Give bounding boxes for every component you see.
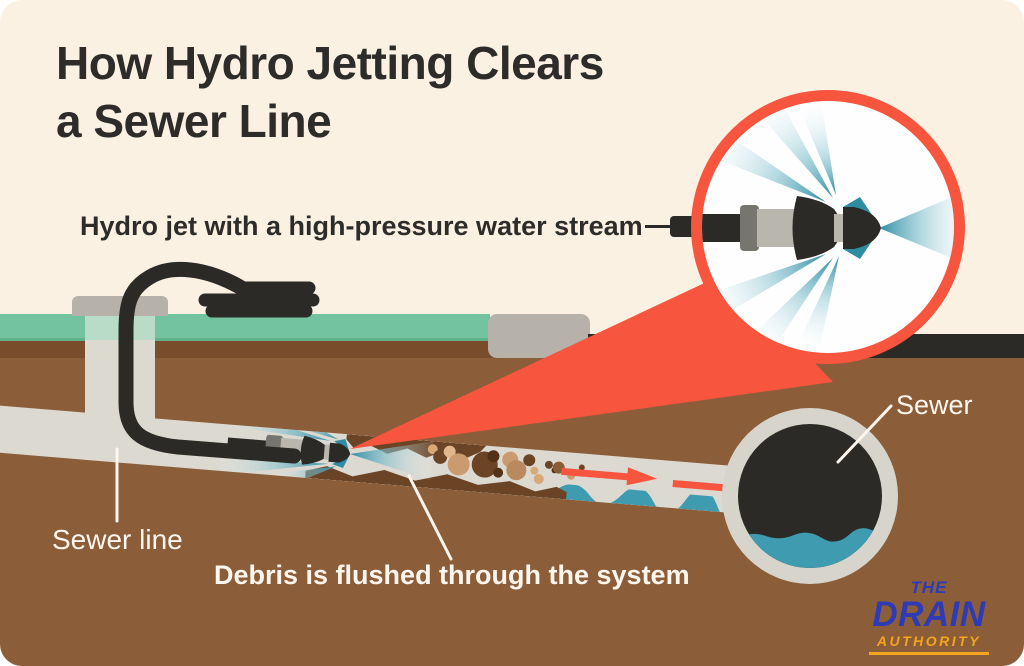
grass-surface [0,314,490,341]
cleanout-riser-grass-band [85,314,155,340]
page-title: How Hydro Jetting Clears a Sewer Line [56,34,604,150]
label-debris: Debris is flushed through the system [214,560,690,590]
debris-particle [492,467,504,479]
debris-particle [486,449,500,463]
logo-authority: AUTHORITY [876,633,982,649]
logo-underline [869,652,989,655]
cleanout-cap [72,296,168,316]
label-sewer: Sewer [896,390,973,420]
concrete-pad [488,314,590,358]
logo-the: THE [910,578,948,597]
brand-logo: THE DRAIN AUTHORITY [864,578,994,655]
hose-coil [198,281,320,318]
debris-particle [522,453,536,467]
title-line-1: How Hydro Jetting Clears [56,37,604,89]
label-hydro-jet: Hydro jet with a high-pressure water str… [80,211,643,241]
title-line-2: a Sewer Line [56,95,332,147]
magnifier-circle [691,90,965,364]
logo-drain: DRAIN [872,595,986,634]
sewer-cross-section [722,408,898,584]
sewage-water [738,528,882,568]
nozzle-detail [702,101,954,352]
label-sewer-line: Sewer line [52,524,183,555]
sewer-interior [738,424,882,568]
debris-particle [446,452,471,477]
hydro-jet-leader-line [645,225,683,228]
